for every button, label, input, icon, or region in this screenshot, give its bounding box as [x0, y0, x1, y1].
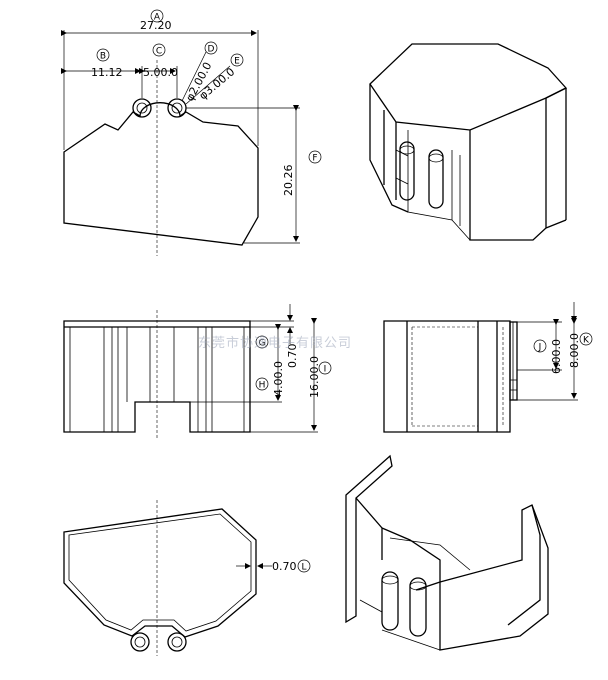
dim-L-letter: L [301, 563, 306, 573]
dim-L-value: 0.70 [272, 560, 297, 573]
iso1-left-face [369, 84, 409, 213]
dim-H-value: 4.00.0 [272, 361, 285, 396]
bottom-view: 0.70 L [63, 500, 311, 656]
bottom-pin-right [167, 632, 187, 652]
dim-I-letter: I [324, 365, 327, 375]
iso2-left-wall [345, 454, 393, 624]
front-view: 0.70 G 4.00.0 H 16.00.0 I [63, 304, 332, 440]
dim-K-letter: K [583, 336, 590, 346]
dim-A-letter: A [154, 13, 161, 23]
isometric-view-top [369, 43, 568, 241]
pin-right-inner [171, 102, 183, 114]
dim-B-balloon [96, 48, 110, 62]
dim-A-balloon [150, 9, 164, 23]
dim-B-value: 11.12 [91, 66, 123, 79]
isometric-view-bottom [345, 454, 549, 651]
dim-F-balloon [308, 150, 322, 164]
side-view-pin-block [509, 321, 518, 401]
dim-J-balloon [533, 339, 547, 353]
pin-left-outer [132, 98, 152, 118]
iso1-pin-left [399, 141, 415, 201]
iso2-floor [381, 527, 441, 591]
iso2-pin-right [409, 577, 427, 637]
top-view: 27.20 A 11.12 B 5.00.0 C φ2.00.0 φ3.00.0… [61, 9, 322, 256]
bottom-view-outer [63, 508, 257, 638]
iso1-top-face [369, 43, 568, 131]
side-view-outline [383, 320, 511, 433]
pin-left-inner [136, 102, 148, 114]
dim-C-balloon [152, 43, 166, 57]
side-view: 6.00.0 J 8.00.0 K [383, 302, 593, 433]
dim-G-balloon [255, 335, 269, 349]
dim-L-balloon [297, 559, 311, 573]
dim-C-value: 5.00.0 [143, 66, 178, 79]
dim-I-balloon [318, 361, 332, 375]
dim-J-letter: J [538, 343, 542, 353]
dim-G-value: 0.70 [286, 344, 299, 369]
pin-right-outer [167, 98, 187, 118]
dim-F-value: 20.26 [282, 165, 295, 197]
iso2-right-wall [439, 504, 549, 651]
dim-D-balloon [204, 41, 218, 55]
watermark: 东莞市协通电子有限公司 [198, 335, 352, 351]
bottom-view-inner [68, 513, 252, 632]
dim-I-value: 16.00.0 [308, 356, 321, 398]
dim-G-letter: G [259, 339, 266, 349]
dim-B-letter: B [100, 52, 106, 62]
dim-H-balloon [255, 377, 269, 391]
dim-J-value: 6.00.0 [550, 339, 563, 374]
dim-E-letter: E [234, 57, 240, 67]
iso1-pin-right [428, 149, 444, 209]
bottom-pin-left [130, 632, 150, 652]
iso2-pin-left [381, 571, 399, 631]
dim-C-letter: C [156, 47, 162, 57]
dim-H-letter: H [259, 381, 266, 391]
dim-A-value: 27.20 [140, 19, 172, 32]
top-view-outline [63, 102, 259, 246]
dim-K-value: 8.00.0 [568, 333, 581, 368]
iso1-front-face [469, 98, 547, 241]
dim-K-balloon [579, 332, 593, 346]
dim-F-letter: F [312, 154, 317, 164]
dim-E-balloon [230, 53, 244, 67]
dim-D-letter: D [208, 45, 215, 55]
